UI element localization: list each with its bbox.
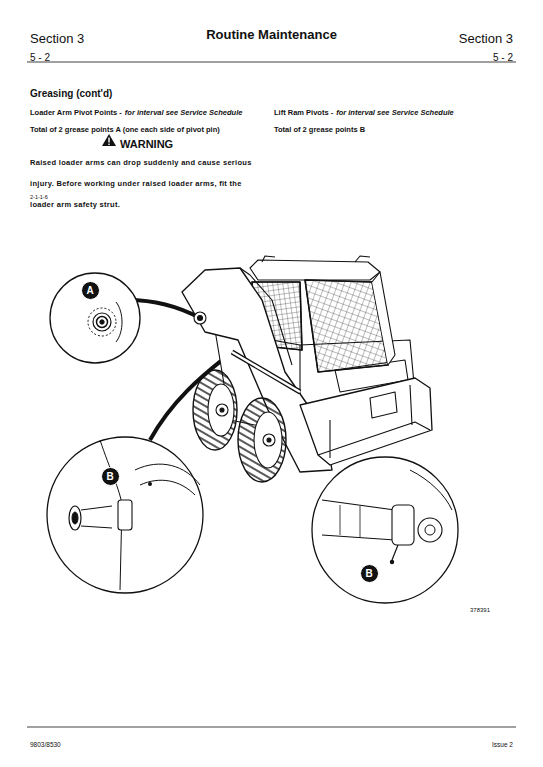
text-line: 2-1-1-6 [30, 184, 90, 205]
page-number: 5 - 2 [493, 52, 513, 63]
warning-text: Raised loader arms can drop suddenly and… [30, 158, 252, 209]
callout-letter: A [81, 281, 100, 300]
text-line: 9803/8530 [30, 732, 110, 753]
warning-heading: WARNING [120, 138, 173, 150]
callout-text: A [86, 285, 93, 296]
magnifier-b-right [312, 457, 458, 603]
skid-steer-loader [182, 256, 432, 482]
text-line: Issue 2 [433, 732, 513, 753]
document-number: 9803/8530 [30, 741, 61, 748]
text-line: Total of 2 grease points B [274, 117, 514, 138]
callout-text: B [365, 568, 372, 579]
text-line: Section 3 [393, 28, 513, 49]
sub-heading: Greasing (cont'd) [30, 88, 112, 99]
text-line: Lift Ram Pivots -for interval see Servic… [274, 100, 514, 121]
text-line: 378391 [470, 597, 515, 618]
interval-note: for interval see Service Schedule [336, 108, 454, 117]
interval-note: for interval see Service Schedule [125, 108, 243, 117]
text-line: Loader Arm Pivot Points -for interval se… [30, 100, 270, 121]
text-line: Greasing (cont'd) [30, 82, 230, 103]
item-heading: Loader Arm Pivot Points - [30, 108, 122, 117]
text-line: Raised loader arms can drop suddenly and… [30, 150, 268, 212]
text-line: Total of 2 grease points A (one each sid… [30, 117, 270, 138]
text-line: Section 3 [30, 28, 150, 49]
magnifier-a [50, 273, 140, 363]
magnifier-b-left [47, 437, 203, 593]
text-line: 5 - 2 [30, 46, 150, 67]
issue-number: Issue 2 [492, 741, 513, 748]
grease-point-note: Total of 2 grease points A (one each sid… [30, 125, 220, 134]
page-number: 5 - 2 [30, 52, 50, 63]
reference-code: 2-1-1-6 [30, 194, 48, 200]
text-line: WARNING [120, 133, 210, 154]
section-number: Section 3 [459, 31, 513, 46]
page-rules [27, 62, 516, 727]
callout-letter: B [101, 467, 120, 486]
callout-text: B [106, 471, 113, 482]
text-line: 5 - 2 [393, 46, 513, 67]
figure-number: 378391 [470, 607, 490, 613]
warning-triangle [102, 134, 116, 146]
grease-point-note: Total of 2 grease points B [274, 125, 365, 134]
item-heading: Lift Ram Pivots - [274, 108, 333, 117]
section-number: Section 3 [30, 31, 84, 46]
callout-letter: B [360, 564, 379, 583]
